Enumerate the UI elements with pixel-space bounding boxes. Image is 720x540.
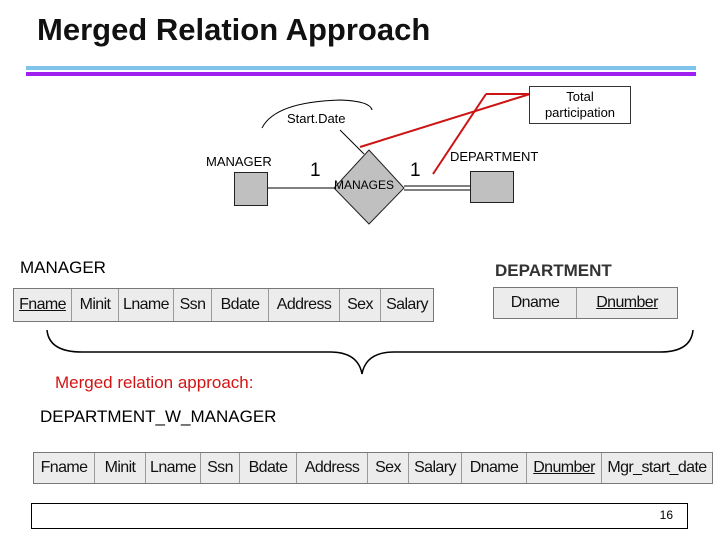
merge-brace	[46, 329, 694, 375]
manages-diamond	[333, 149, 405, 225]
title-rule-purple	[26, 72, 696, 76]
merged-col-dnumber: Dnumber	[527, 453, 602, 483]
manager-col-minit: Minit	[72, 289, 119, 321]
total-participation-callout: Total participation	[529, 86, 631, 124]
slide-footer: 16	[31, 503, 688, 529]
merged-col-dname: Dname	[462, 453, 527, 483]
department-col-dname: Dname	[494, 288, 577, 318]
department-table-heading: DEPARTMENT	[495, 261, 612, 280]
callout-line-1	[359, 93, 531, 148]
merged-table-heading: DEPARTMENT_W_MANAGER	[40, 407, 277, 426]
page-number: 16	[659, 508, 673, 522]
department-table: Dname Dnumber	[493, 287, 678, 319]
manager-table: Fname Minit Lname Ssn Bdate Address Sex …	[13, 288, 434, 322]
cardinality-left: 1	[310, 160, 321, 181]
merged-col-sex: Sex	[368, 453, 409, 483]
manager-col-bdate: Bdate	[212, 289, 269, 321]
merged-col-address: Address	[297, 453, 368, 483]
merged-col-bdate: Bdate	[240, 453, 297, 483]
start-date-label: Start.Date	[287, 111, 346, 126]
manager-table-heading: MANAGER	[20, 258, 106, 277]
attribute-arc	[261, 99, 373, 129]
merged-col-lname: Lname	[146, 453, 201, 483]
merged-table: Fname Minit Lname Ssn Bdate Address Sex …	[33, 452, 713, 484]
manager-col-ssn: Ssn	[174, 289, 212, 321]
title-rule-blue	[26, 66, 696, 70]
attribute-link	[339, 129, 365, 155]
merged-approach-label: Merged relation approach:	[55, 373, 254, 392]
callout-line-2	[432, 93, 487, 175]
manager-entity-label: MANAGER	[206, 154, 272, 169]
merged-col-mgr-start-date: Mgr_start_date	[602, 453, 712, 483]
department-col-dnumber: Dnumber	[577, 288, 677, 318]
manager-entity-box	[234, 172, 268, 206]
page-title: Merged Relation Approach	[37, 12, 431, 47]
callout-line-participation: participation	[544, 105, 616, 120]
manager-col-lname: Lname	[119, 289, 174, 321]
callout-line-total: Total	[566, 89, 594, 104]
department-entity-label: DEPARTMENT	[450, 149, 539, 164]
merged-col-salary: Salary	[409, 453, 462, 483]
merged-col-ssn: Ssn	[201, 453, 240, 483]
manager-col-sex: Sex	[340, 289, 381, 321]
cardinality-right: 1	[410, 160, 421, 181]
manager-col-salary: Salary	[381, 289, 433, 321]
merged-col-minit: Minit	[95, 453, 146, 483]
department-entity-box	[470, 171, 514, 203]
relationship-label: MANAGES	[334, 178, 395, 192]
manager-col-address: Address	[269, 289, 340, 321]
manager-col-fname: Fname	[14, 289, 72, 321]
merged-col-fname: Fname	[34, 453, 95, 483]
